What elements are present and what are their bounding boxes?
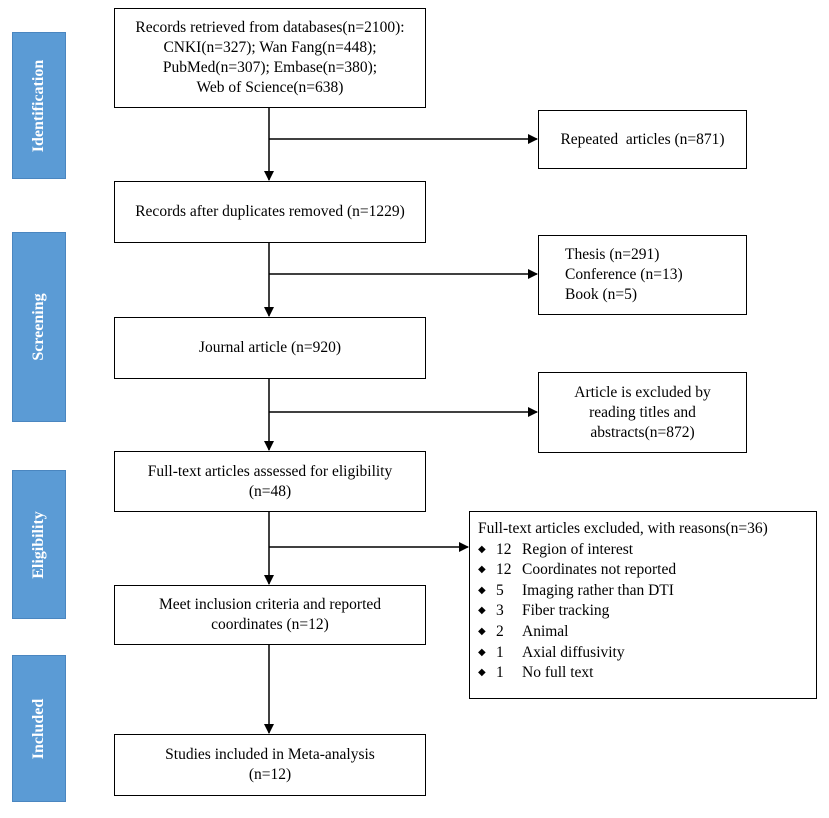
stage-screening: Screening [12,232,66,422]
box-duplicates-removed: Records after duplicates removed (n=1229… [114,181,426,243]
diamond-bullet-icon: ◆ [478,543,486,555]
box-line: Web of Science(n=638) [196,79,344,96]
stage-eligibility: Eligibility [12,470,66,619]
diamond-bullet-icon: ◆ [478,625,486,637]
exclusion-reason: Axial diffusivity [522,643,625,661]
exclusion-count: 1 [496,643,504,661]
exclusion-reason: Coordinates not reported [522,561,677,579]
box-fulltext-excluded: Full-text articles excluded, with reason… [469,511,817,699]
diamond-bullet-icon: ◆ [478,646,486,658]
box-line: Journal article (n=920) [198,339,342,356]
box-line: Records after duplicates removed (n=1229… [135,203,405,220]
box-line: Thesis (n=291) [565,246,660,263]
diamond-bullet-icon: ◆ [478,584,486,596]
diamond-bullet-icon: ◆ [478,564,486,576]
box-records-retrieved: Records retrieved from databases(n=2100)… [114,8,426,108]
box-fulltext-assessed: Full-text articles assessed for eligibil… [114,451,426,512]
box-journal-article: Journal article (n=920) [114,317,426,379]
box-line: Repeated articles (n=871) [560,130,725,148]
box-line: Records retrieved from databases(n=2100)… [135,19,405,36]
exclusion-count: 12 [496,540,512,558]
box-line: Studies included in Meta-analysis [165,746,375,763]
box-line: Conference (n=13) [565,266,683,283]
box-line: Article is excluded by [574,383,711,401]
box-line: Book (n=5) [565,286,638,303]
exclusion-item: ◆ 1 No full text [478,663,808,684]
exclusion-count: 2 [496,622,504,640]
exclusion-reason: Region of interest [522,540,634,558]
exclusion-reason: Imaging rather than DTI [522,581,674,599]
exclusion-item: ◆ 1 Axial diffusivity [478,643,808,664]
exclusion-title: Full-text articles excluded, with reason… [478,520,768,537]
diamond-bullet-icon: ◆ [478,667,486,679]
exclusion-item: ◆ 5 Imaging rather than DTI [478,581,808,602]
box-line: (n=12) [248,766,292,783]
box-title-abstract-exclusion: Article is excluded by reading titles an… [538,372,747,453]
box-line: Full-text articles assessed for eligibil… [147,462,393,480]
box-line: CNKI(n=327); Wan Fang(n=448); [163,39,377,56]
exclusion-count: 1 [496,664,504,682]
exclusion-item: ◆ 3 Fiber tracking [478,601,808,622]
exclusion-count: 12 [496,561,512,579]
box-line: abstracts(n=872) [590,423,695,441]
box-line: PubMed(n=307); Embase(n=380); [162,59,378,76]
exclusion-reason: No full text [522,664,594,682]
stage-included: Included [12,655,66,802]
exclusion-reason: Animal [522,622,569,640]
box-line: (n=48) [248,482,292,500]
exclusion-item: ◆ 2 Animal [478,622,808,643]
stage-identification: Identification [12,32,66,179]
box-line: reading titles and [589,403,696,421]
exclusion-count: 5 [496,581,504,599]
box-non-journal-exclusions: Thesis (n=291) Conference (n=13) Book (n… [538,235,747,315]
exclusion-reason: Fiber tracking [522,602,610,620]
box-line: Meet inclusion criteria and reported [158,596,382,613]
exclusion-item: ◆ 12 Region of interest [478,540,808,561]
box-repeated-articles: Repeated articles (n=871) [538,110,747,169]
diamond-bullet-icon: ◆ [478,605,486,617]
box-line: coordinates (n=12) [211,616,329,633]
box-studies-included: Studies included in Meta-analysis (n=12) [114,734,426,796]
exclusion-item: ◆ 12 Coordinates not reported [478,560,808,581]
exclusion-count: 3 [496,602,504,620]
box-inclusion-criteria: Meet inclusion criteria and reported coo… [114,585,426,645]
